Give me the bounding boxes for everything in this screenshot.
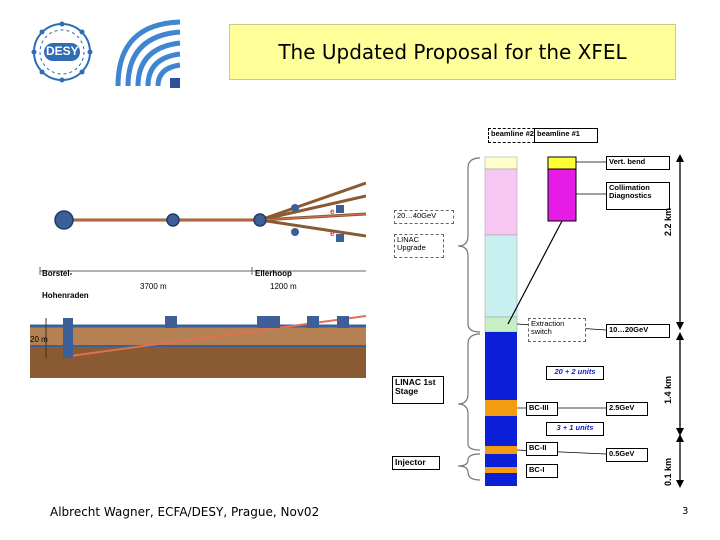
- linac-upgrade-label: LINAC Upgrade: [394, 234, 444, 258]
- vert-bend-label: Vert. bend: [606, 156, 670, 170]
- slide-title: The Updated Proposal for the XFEL: [229, 24, 676, 80]
- place-hohenraden: Hohenraden: [42, 291, 89, 300]
- collimation-label: Collimation Diagnostics: [606, 182, 670, 210]
- logo-text: DESY: [46, 44, 79, 58]
- distance-3700: 3700 m: [140, 282, 167, 291]
- units-20-2-label: 20 + 2 units: [546, 366, 604, 380]
- site-map-graphic: [30, 181, 367, 378]
- energy-2-5-label: 2.5GeV: [606, 402, 648, 416]
- energy-0-5-label: 0.5GeV: [606, 448, 648, 462]
- slide-footer: Albrecht Wagner, ECFA/DESY, Prague, Nov0…: [50, 505, 320, 519]
- page-number: 3: [682, 506, 689, 517]
- scale-2-2-km: 2.2 km: [663, 207, 673, 236]
- electron-label-1: e: [330, 207, 335, 216]
- place-ellerhoop: Ellerhoop: [255, 269, 292, 278]
- bc1-label: BC-I: [526, 464, 558, 478]
- bc3-label: BC-III: [526, 402, 558, 416]
- depth-label: 20 m: [30, 335, 48, 344]
- desy-logo-graphic: [31, 19, 181, 88]
- injector-label: Injector: [392, 456, 440, 470]
- place-borstel: Borstel-: [42, 269, 73, 278]
- bc2-label: BC-II: [526, 442, 558, 456]
- units-3-1-label: 3 + 1 units: [546, 422, 604, 436]
- linac-first-stage-label: LINAC 1st Stage: [392, 376, 444, 404]
- desy-logo: DESY: [26, 16, 186, 92]
- site-map: Borstel- Hohenraden Ellerhoop 3700 m 120…: [30, 178, 367, 378]
- beamline-1-label: beamline #1: [534, 128, 598, 143]
- electron-label-2: e: [330, 229, 335, 238]
- extraction-switch-label: Extraction switch: [528, 318, 586, 342]
- energy-upgrade-label: 20…40GeV: [394, 210, 454, 224]
- scale-1-4-km: 1.4 km: [663, 375, 673, 404]
- scale-0-1-km: 0.1 km: [663, 457, 673, 486]
- distance-1200: 1200 m: [270, 282, 297, 291]
- xfel-schematic-graphic: [457, 154, 684, 488]
- xfel-schematic: beamline #2 beamline #1 Vert. bend Colli…: [388, 124, 700, 490]
- energy-10-20-label: 10…20GeV: [606, 324, 670, 338]
